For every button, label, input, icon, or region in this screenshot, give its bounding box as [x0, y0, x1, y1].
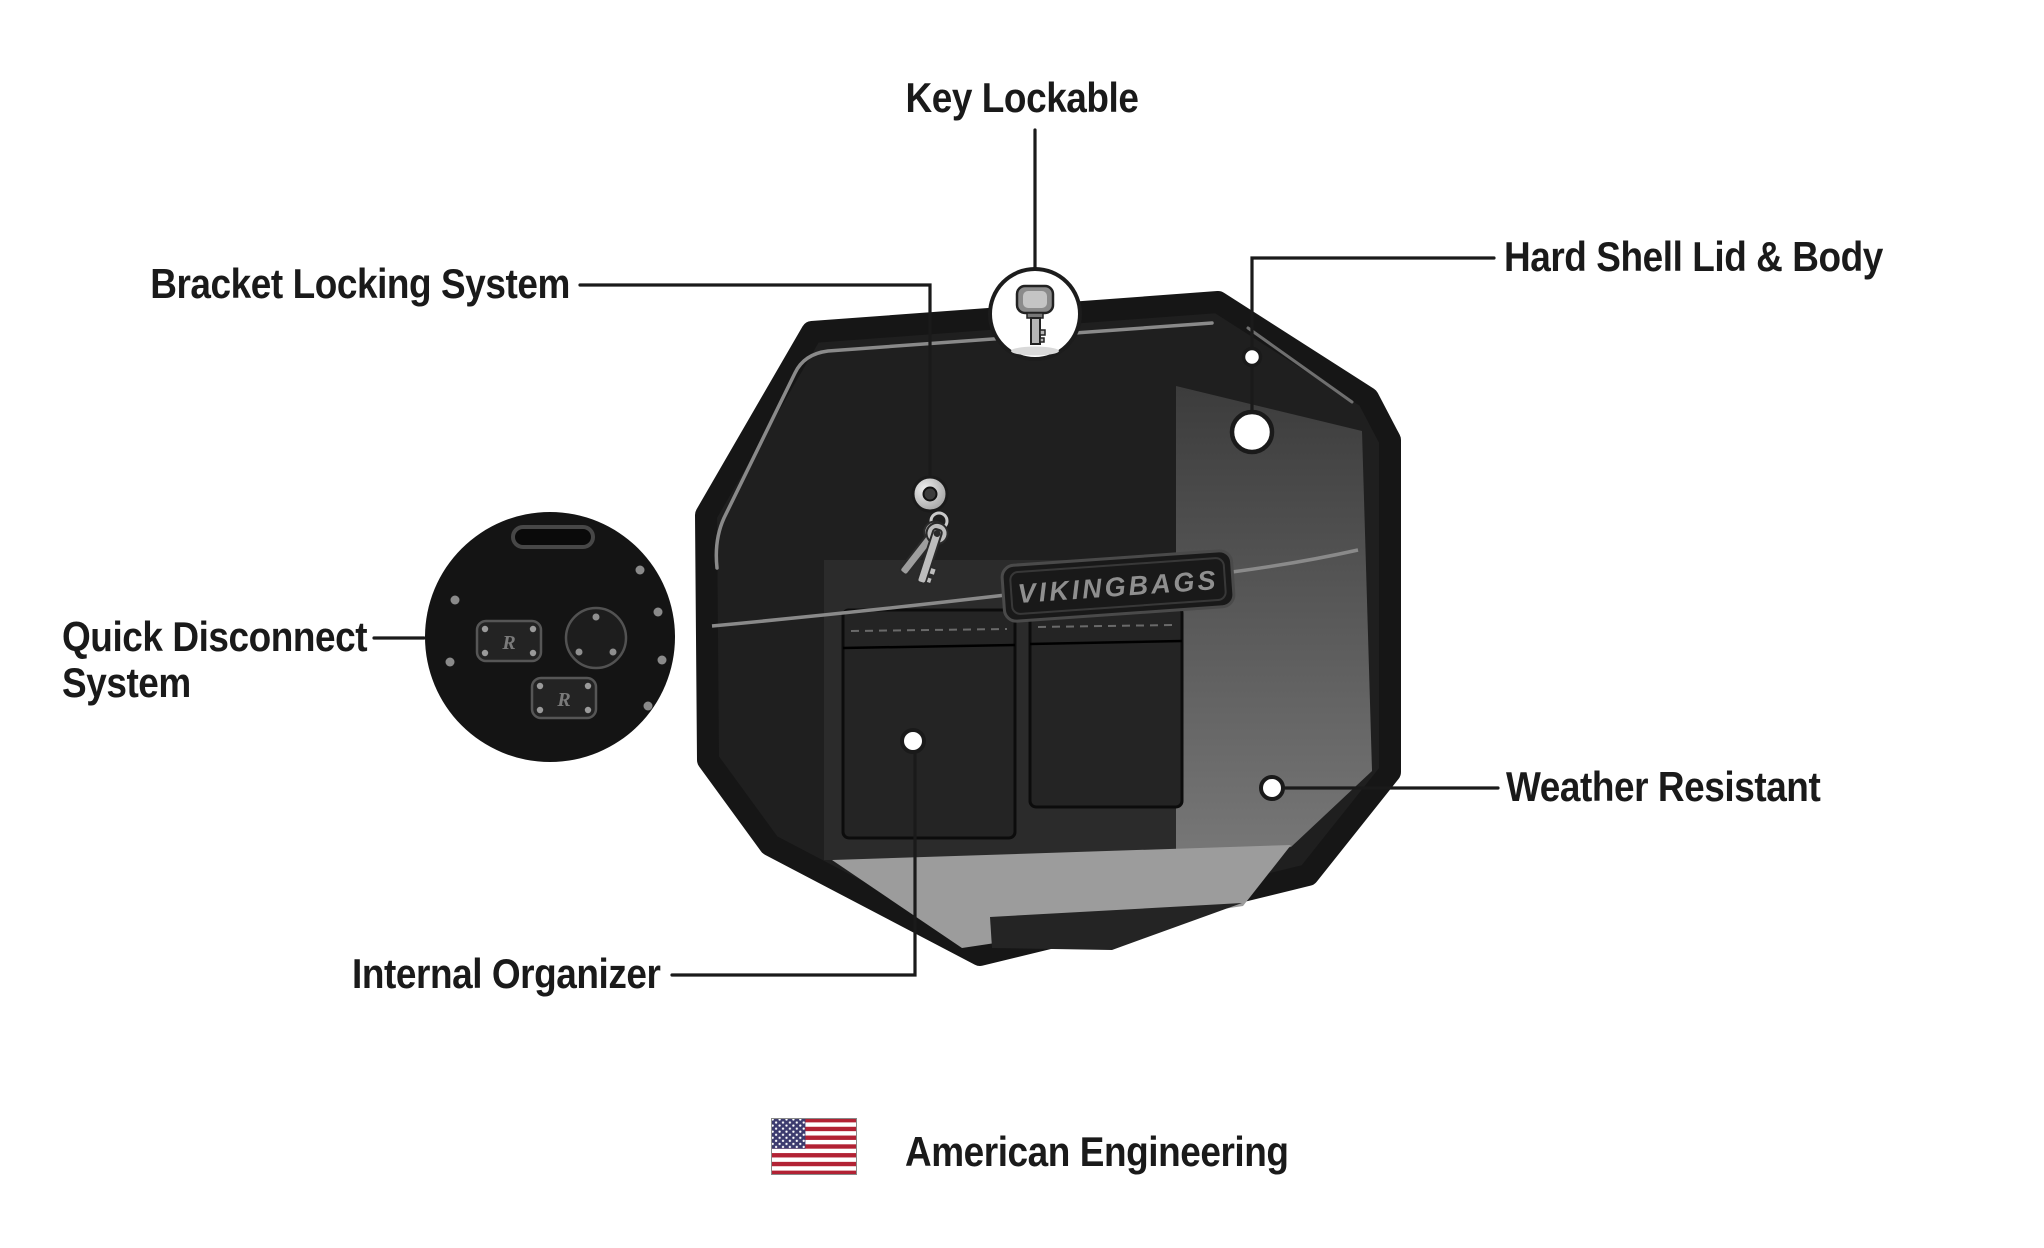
label-weather-resistant: Weather Resistant: [1506, 763, 1821, 810]
label-bracket-locking-system: Bracket Locking System: [150, 260, 570, 307]
callout-dot-hard-shell-large: [1229, 409, 1275, 455]
brand-plate: VIKINGBAGS: [1000, 549, 1236, 623]
lock-icon: [899, 475, 949, 585]
lid-seam-line-right: [1231, 548, 1359, 574]
bag-interior-floor: [832, 845, 1291, 948]
label-quick-disconnect-line1: Quick Disconnect: [62, 613, 368, 660]
lid-edge-outline-right: [1246, 326, 1354, 404]
inset-handle-slot: [511, 525, 595, 549]
internal-organizer-pockets: [841, 605, 1184, 840]
inset-rivets: [445, 565, 667, 711]
bracket-mark: R: [556, 689, 570, 711]
label-quick-disconnect-system: Quick Disconnect System: [62, 613, 368, 706]
lid-edge-outline: [714, 321, 1214, 570]
hanging-keys-icon: [899, 520, 949, 585]
label-american-engineering: American Engineering: [905, 1128, 1289, 1175]
label-hard-shell-lid-body: Hard Shell Lid & Body: [1504, 233, 1883, 280]
inset-bracket-1: R: [475, 619, 543, 663]
callout-dot-internal-organizer: [900, 728, 926, 754]
quick-disconnect-inset: R R: [425, 512, 675, 762]
callout-line-internal-organizer: [670, 751, 917, 977]
us-flag-icon: [771, 1118, 857, 1175]
bag-interior-floor-shadow: [990, 903, 1242, 950]
inset-bracket-2: R: [530, 676, 598, 720]
callout-dot-weather-resistant: [1259, 775, 1285, 801]
key-lockable-highlight: [988, 267, 1082, 361]
bag-interior-wall: [1176, 386, 1372, 862]
label-quick-disconnect-line2: System: [62, 659, 191, 706]
bracket-mark: R: [501, 632, 515, 654]
key-icon: [1015, 284, 1055, 345]
lid-seam-line: [711, 593, 1007, 628]
label-internal-organizer: Internal Organizer: [351, 950, 661, 997]
label-key-lockable: Key Lockable: [905, 74, 1139, 121]
callout-dots: [900, 346, 1285, 801]
callout-line-bracket-locking: [578, 283, 932, 476]
callout-dot-hard-shell-small: [1241, 346, 1263, 368]
